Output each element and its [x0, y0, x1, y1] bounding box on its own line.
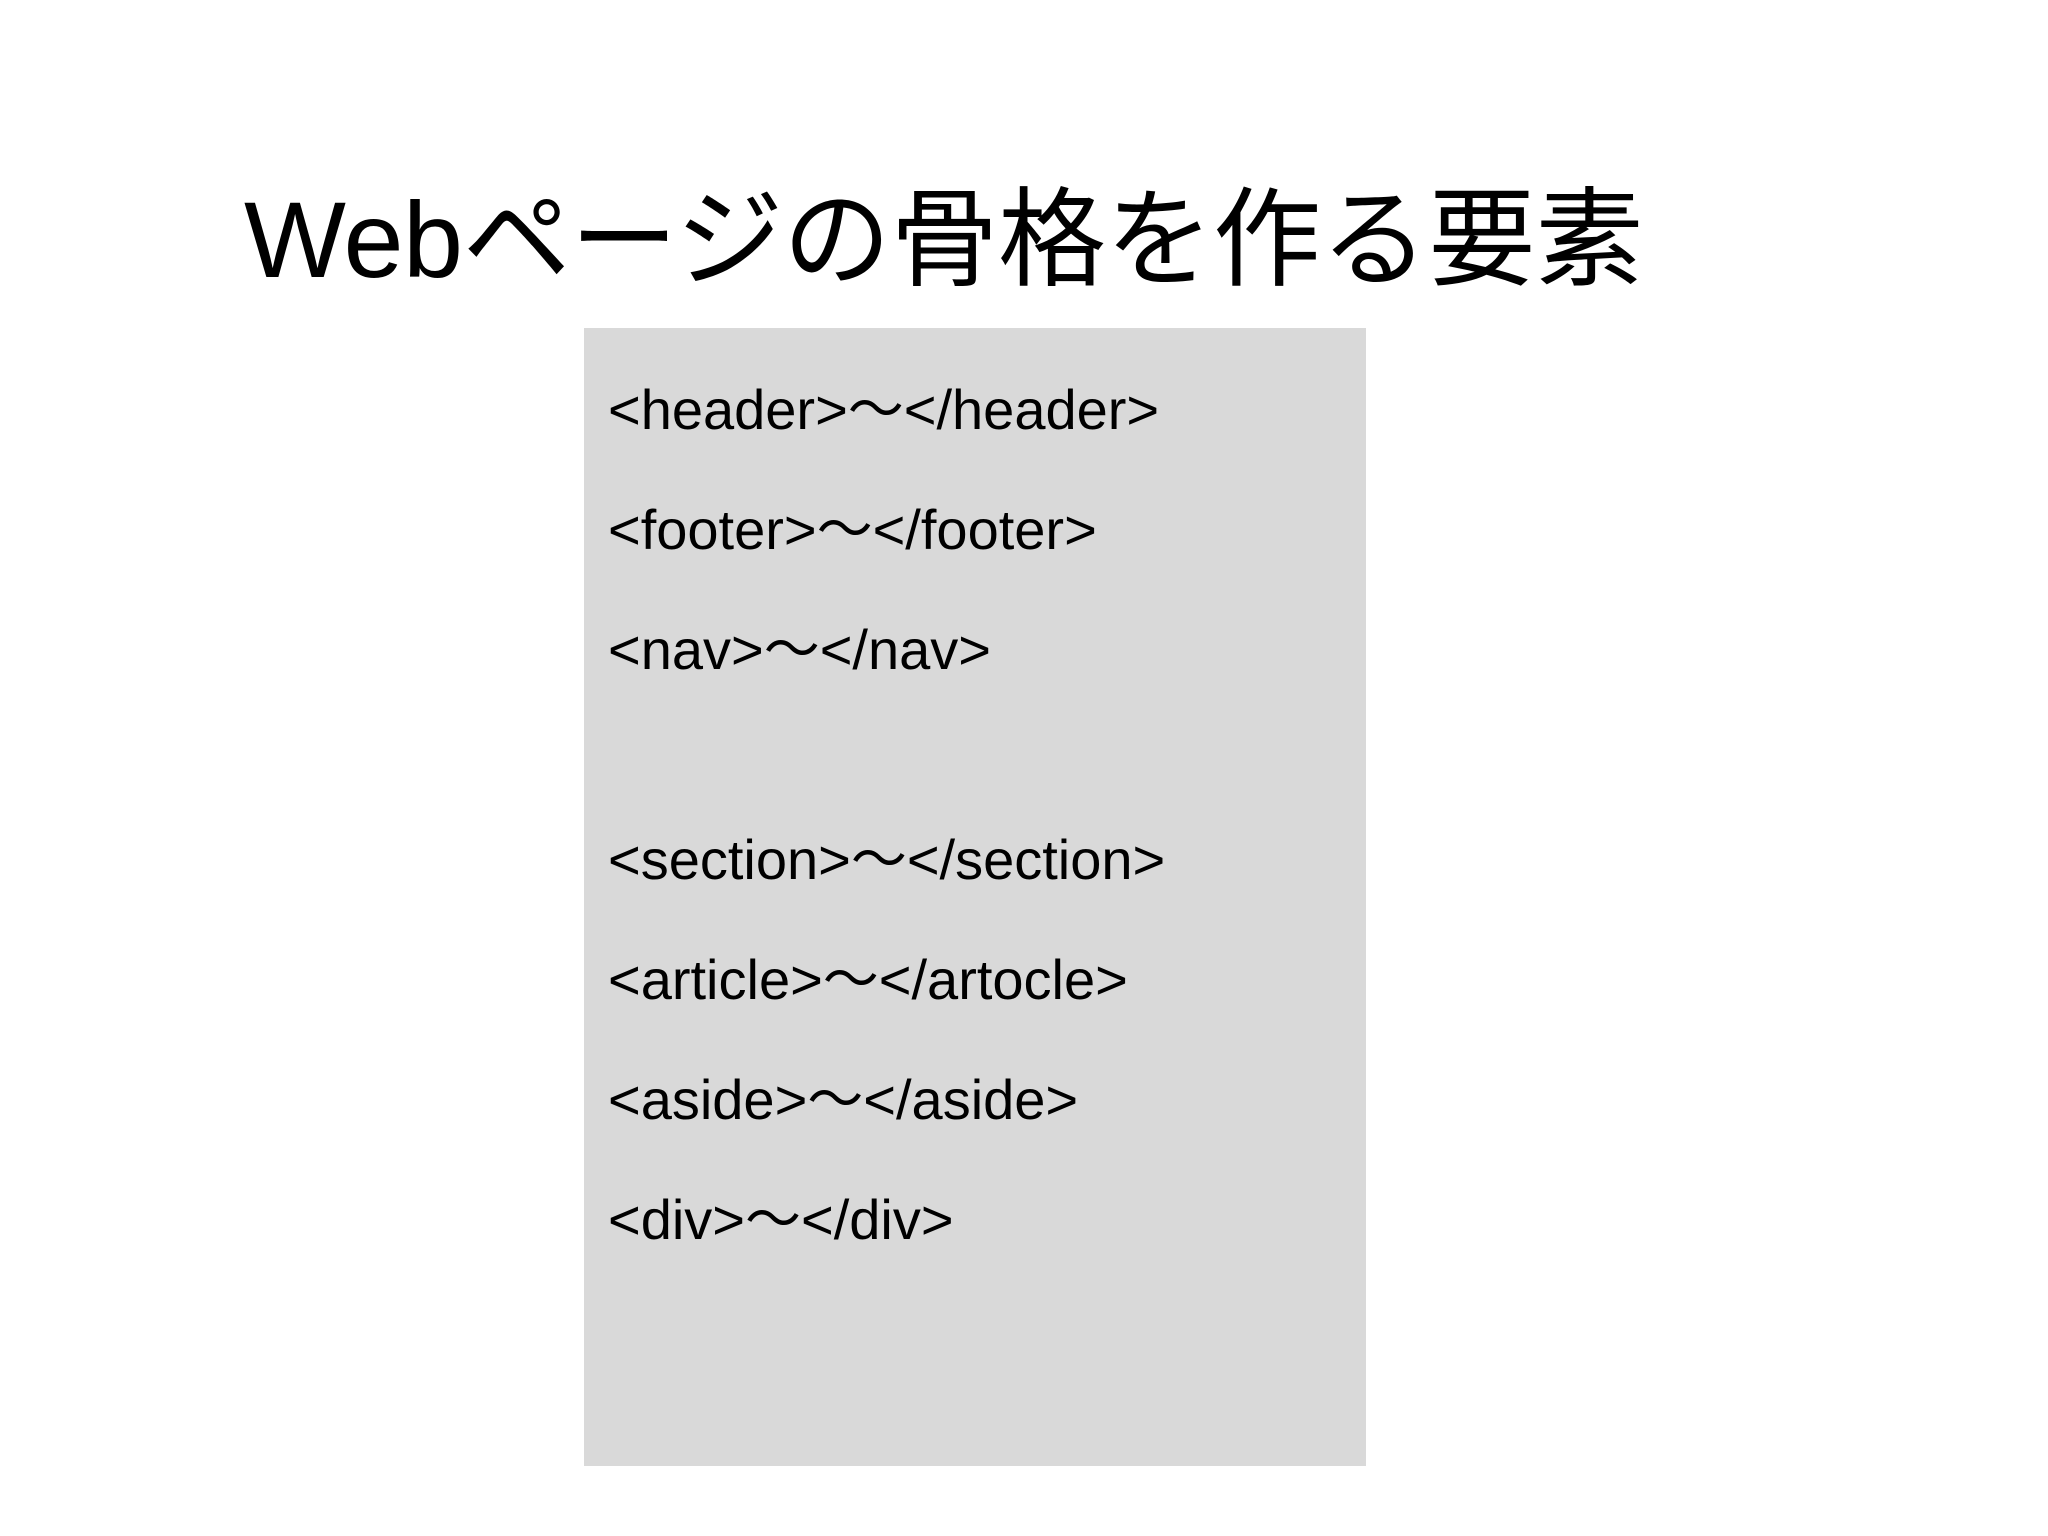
code-text-div: <div>〜</div> — [608, 1188, 954, 1251]
list-item-aside: <aside>〜</aside> — [608, 1040, 1366, 1160]
list-item-header: <header>〜</header> — [608, 350, 1366, 470]
code-text-aside: <aside>〜</aside> — [608, 1068, 1079, 1131]
code-element-list: <header>〜</header> <footer>〜</footer> <n… — [608, 350, 1366, 1280]
code-text-section: <section>〜</section> — [608, 828, 1166, 891]
list-item-div: <div>〜</div> — [608, 1160, 1366, 1280]
code-elements-panel: <header>〜</header> <footer>〜</footer> <n… — [584, 328, 1366, 1466]
list-item-section: <section>〜</section> — [608, 800, 1366, 920]
code-text-nav: <nav>〜</nav> — [608, 618, 991, 681]
page-title: Webページの骨格を作る要素 — [244, 179, 1643, 301]
list-item-footer: <footer>〜</footer> — [608, 470, 1366, 590]
list-item-article: <article>〜</artocle> — [608, 920, 1366, 1040]
code-text-header: <header>〜</header> — [608, 378, 1160, 441]
code-text-footer: <footer>〜</footer> — [608, 498, 1097, 561]
list-item-nav: <nav>〜</nav> — [608, 590, 1366, 710]
code-text-article: <article>〜</artocle> — [608, 948, 1128, 1011]
